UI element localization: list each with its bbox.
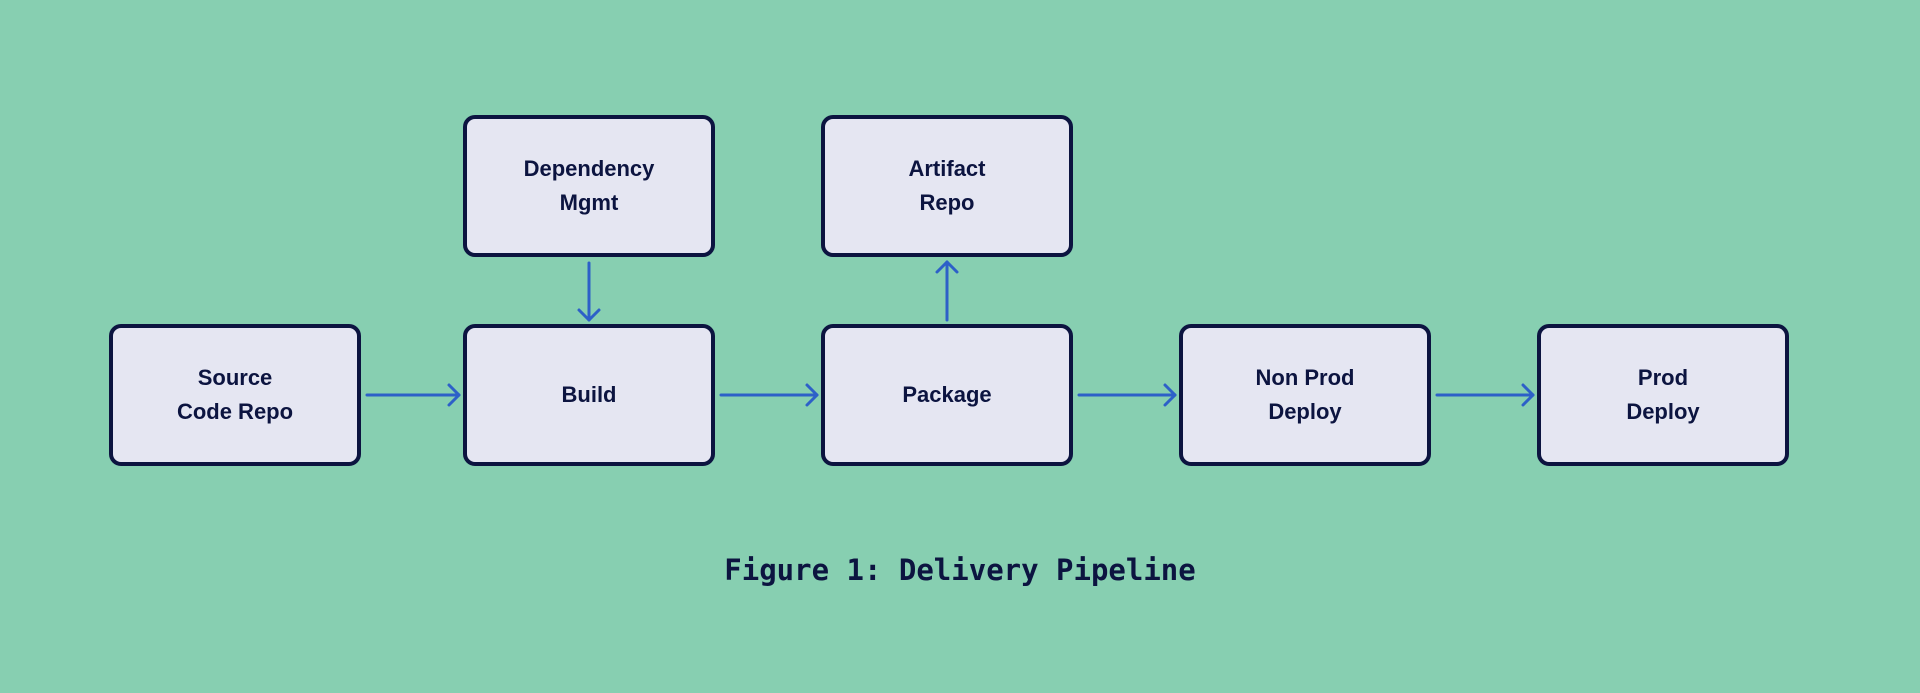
- node-label: Artifact Repo: [908, 156, 986, 215]
- node-artifact-repo: Artifact Repo: [821, 115, 1073, 257]
- arrow-build-to-package: [719, 383, 819, 407]
- arrow-package-to-nonprod: [1077, 383, 1177, 407]
- arrow-dependency-to-build: [577, 261, 601, 322]
- arrow-source-to-build: [365, 383, 461, 407]
- node-non-prod-deploy: Non Prod Deploy: [1179, 324, 1431, 466]
- node-label: Build: [561, 382, 617, 407]
- figure-caption: Figure 1: Delivery Pipeline: [724, 553, 1196, 587]
- node-label: Package: [902, 382, 992, 407]
- arrow-nonprod-to-prod: [1435, 383, 1535, 407]
- node-label: Prod Deploy: [1626, 365, 1700, 424]
- node-package: Package: [821, 324, 1073, 466]
- node-build: Build: [463, 324, 715, 466]
- node-source-code-repo: Source Code Repo: [109, 324, 361, 466]
- node-prod-deploy: Prod Deploy: [1537, 324, 1789, 466]
- node-label: Source Code Repo: [176, 365, 294, 424]
- node-label: Dependency Mgmt: [523, 156, 655, 215]
- node-dependency-mgmt: Dependency Mgmt: [463, 115, 715, 257]
- arrow-package-to-artifact: [935, 260, 959, 322]
- node-label: Non Prod Deploy: [1255, 365, 1355, 424]
